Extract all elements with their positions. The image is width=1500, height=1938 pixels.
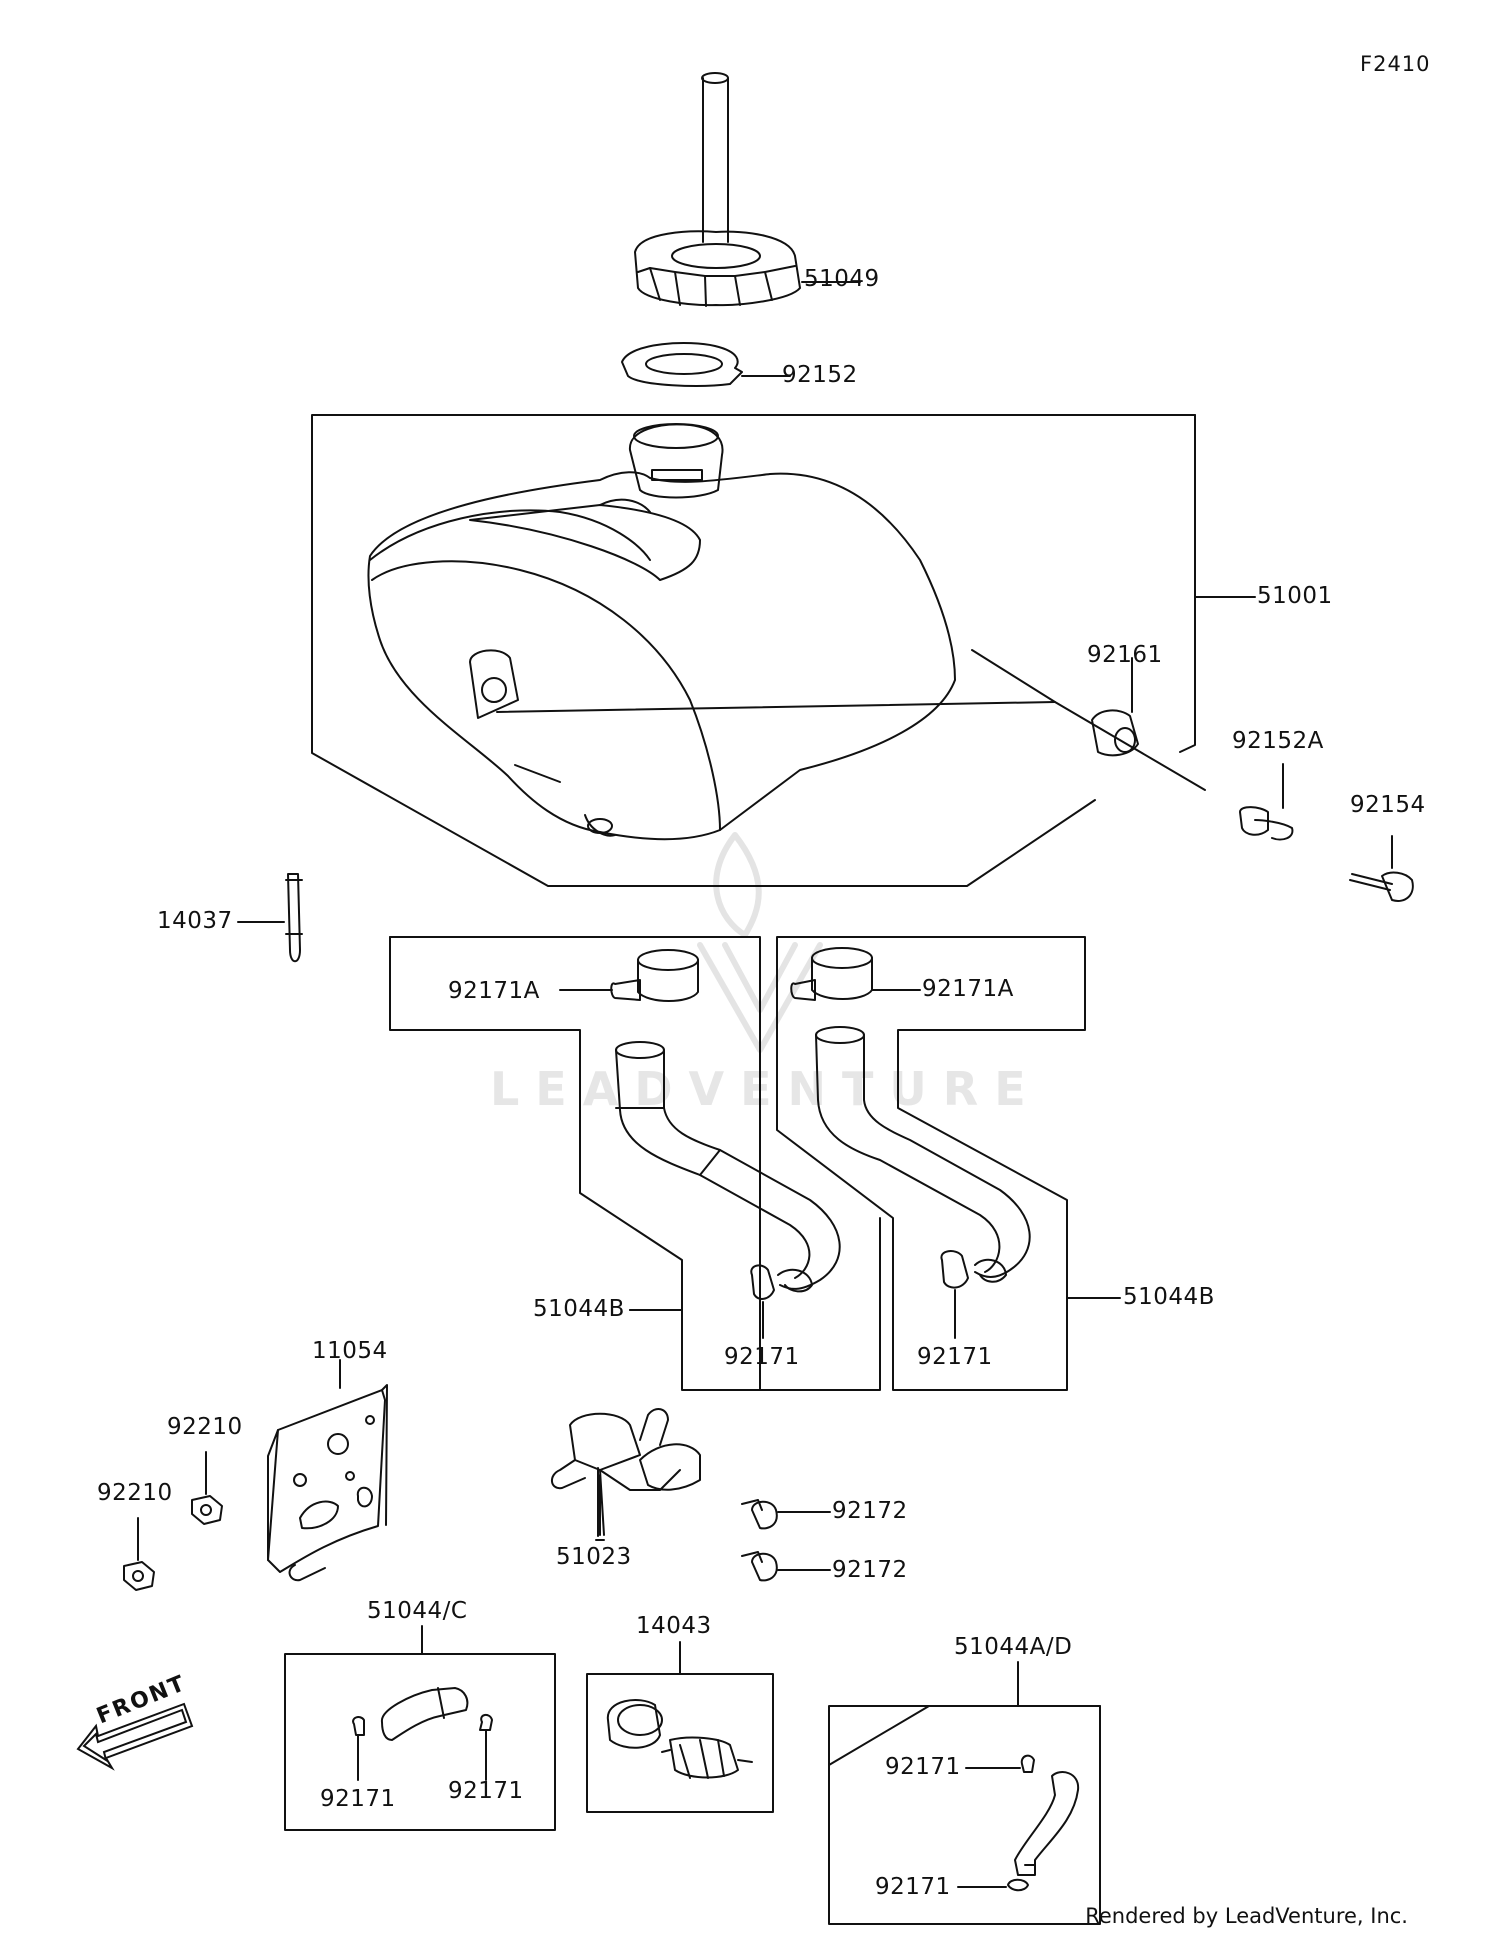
leader-lines — [629, 281, 1256, 1311]
grommet-part — [1091, 657, 1139, 757]
bolt-part — [1349, 835, 1414, 902]
label-51049: 51049 — [804, 266, 880, 292]
filter-group — [586, 1641, 774, 1813]
front-arrow-icon — [76, 1702, 194, 1771]
label-51001: 51001 — [1257, 583, 1333, 609]
label-92171a-left: 92171A — [448, 978, 540, 1004]
label-14037: 14037 — [157, 908, 233, 934]
label-11054: 11054 — [312, 1338, 388, 1364]
fuel-cock-part — [551, 1408, 701, 1541]
fuel-cap-part — [634, 72, 801, 307]
label-51044b-right: 51044B — [1123, 1284, 1215, 1310]
label-51023: 51023 — [556, 1544, 632, 1570]
label-92171-b-right: 92171 — [917, 1344, 993, 1370]
label-92172-top: 92172 — [832, 1498, 908, 1524]
label-92171-b-left: 92171 — [724, 1344, 800, 1370]
hose-left-part — [615, 1041, 841, 1293]
clamp-left-part — [559, 949, 699, 1002]
label-51044ad: 51044A/D — [954, 1634, 1073, 1660]
label-51044c: 51044/C — [367, 1598, 468, 1624]
nut-top-part — [191, 1451, 223, 1525]
label-92152: 92152 — [782, 362, 858, 388]
footer-credit: Rendered by LeadVenture, Inc. — [1085, 1904, 1408, 1928]
label-92171-d-bottom: 92171 — [875, 1874, 951, 1900]
label-92171-c-right: 92171 — [448, 1778, 524, 1804]
hose-group-c — [284, 1625, 556, 1831]
label-92210-bottom: 92210 — [97, 1480, 173, 1506]
label-92210-top: 92210 — [167, 1414, 243, 1440]
label-92171-c-left: 92171 — [320, 1786, 396, 1812]
clip-right-part — [940, 1250, 969, 1339]
label-14043: 14043 — [636, 1613, 712, 1639]
label-92172-bottom: 92172 — [832, 1557, 908, 1583]
bracket-plate-part — [267, 1359, 388, 1582]
figure-id: F2410 — [1360, 52, 1431, 76]
gasket-part — [621, 342, 743, 387]
breather-hose-part — [237, 873, 303, 963]
label-92154: 92154 — [1350, 792, 1426, 818]
hose-group-ad — [828, 1661, 1101, 1925]
hose-group-left-bracket — [389, 936, 881, 1391]
fitting-bottom-part — [741, 1551, 831, 1582]
hose-group-right-bracket — [776, 936, 1121, 1391]
label-92171a-right: 92171A — [922, 976, 1014, 1002]
clamp-right-part — [790, 947, 921, 1001]
nut-bottom-part — [123, 1517, 155, 1591]
label-92152a: 92152A — [1232, 728, 1324, 754]
hose-right-part — [815, 1026, 1031, 1283]
fitting-top-part — [741, 1499, 831, 1530]
label-92161: 92161 — [1087, 642, 1163, 668]
label-51044b-left: 51044B — [533, 1296, 625, 1322]
clip-left-part — [750, 1264, 775, 1339]
collar-part — [1239, 763, 1294, 841]
fuel-tank-part — [367, 423, 956, 841]
label-92171-d-top: 92171 — [885, 1754, 961, 1780]
